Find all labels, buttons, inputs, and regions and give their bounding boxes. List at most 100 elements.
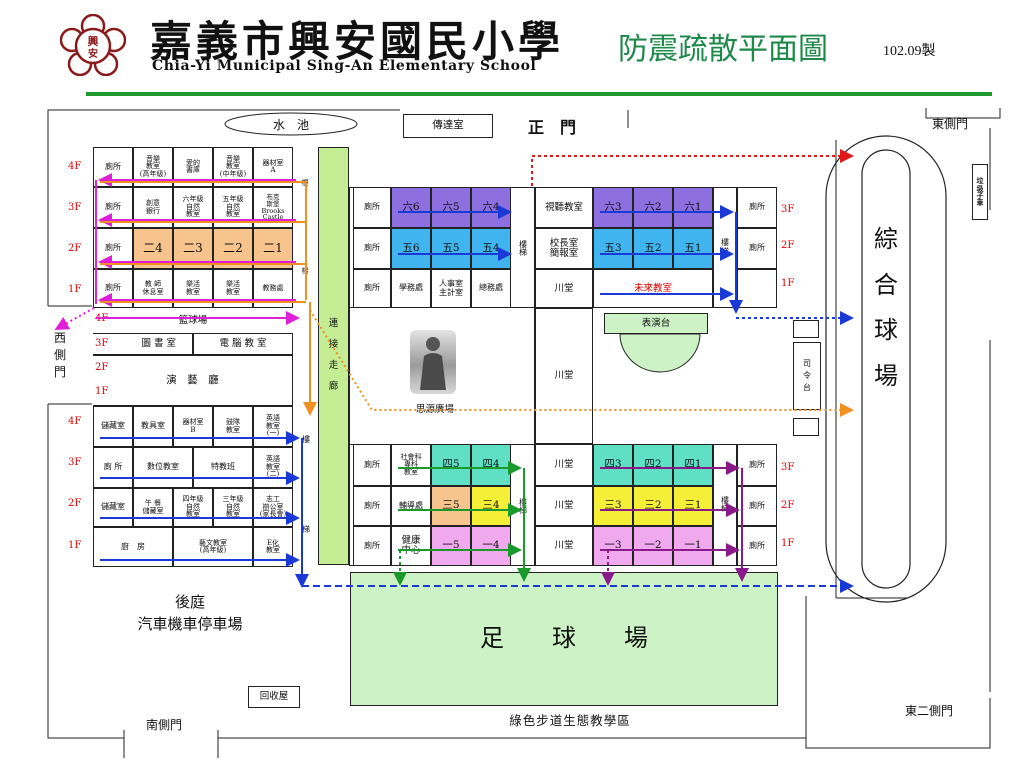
room-wc: 廁所 [353, 444, 391, 486]
room-lunch: 午 餐 儲藏室 [133, 488, 173, 527]
class-6-2: 六2 [633, 187, 673, 228]
stair-ms: 樓 梯 [512, 492, 534, 522]
room-wc: 廁所 [93, 187, 133, 228]
basketball-court: 籃球場 [93, 310, 293, 332]
room-av: 視聽教室 [535, 187, 593, 228]
class-5-5: 五5 [431, 228, 471, 269]
made-date: 102.09製 [883, 44, 936, 59]
room-nature5: 五年級 自然 教室 [213, 187, 253, 228]
stage-label: 表演台 [604, 313, 708, 334]
recycle-house: 回收屋 [248, 686, 300, 708]
floor-label-3f-w1: 3F [68, 202, 82, 213]
class-4-1: 四1 [673, 444, 713, 486]
small-box-1 [793, 320, 819, 338]
class-6-1: 六1 [673, 187, 713, 228]
room-wc: 廁所 [737, 228, 777, 269]
stair-es: 樓 梯 [713, 444, 737, 566]
class-5-4: 五4 [471, 228, 511, 269]
room-wc: 廁所 [93, 228, 133, 269]
floor-label-2f-es: 2F [781, 500, 795, 511]
room-wc: 廁所 [353, 526, 391, 566]
room-equip-b: 器材室 B [173, 406, 213, 447]
room-music-mid: 音樂 教室 (中年級) [213, 147, 253, 187]
floor-label-1f-en: 1F [781, 278, 795, 289]
east-gate-label: 東側門 [932, 117, 969, 131]
room-eng2: 英語 教室 (二) [253, 447, 293, 488]
room-principal: 校長室 簡報室 [535, 228, 593, 269]
hall-north: 川堂 [535, 269, 593, 308]
room-wc: 廁所 [353, 269, 391, 308]
svg-text:安: 安 [88, 47, 98, 60]
room-wc: 廁所 [353, 228, 391, 269]
small-box-2 [793, 418, 819, 436]
room-eng1: 英語 教室 (一) [253, 406, 293, 447]
stair-w2b: 梯 [296, 520, 316, 540]
main-gate-label: 正 門 [528, 118, 577, 137]
stair-en: 樓 梯 [713, 187, 737, 308]
room-wc: 廁所 [353, 486, 391, 526]
page-title: 防震疏散平面圖 [618, 32, 828, 67]
logo-text: 興 [88, 34, 99, 48]
floor-label-1f-w2: 1F [68, 540, 82, 551]
room-counsel: 輔導處 [391, 486, 431, 526]
room-wc-blank [737, 269, 777, 308]
room-nature4: 四年級 自然 教室 [173, 488, 213, 527]
room-teacher-rest: 教 師 休息室 [133, 269, 173, 308]
room-teach-office: 教務處 [253, 269, 293, 308]
floor-label-2f-hall: 2F [95, 362, 109, 373]
stair-w2: 樓 [296, 430, 316, 450]
room-future: 未來教室 [593, 269, 713, 308]
guard-room: 傳達室 [403, 114, 493, 138]
hall-south-1: 川堂 [535, 444, 593, 486]
school-name-cn: 嘉義市興安國民小學 [150, 17, 565, 66]
class-3-3: 三3 [593, 486, 633, 526]
room-band: 鼓隊 教室 [213, 406, 253, 447]
green-path-label: 綠色步道生態教學區 [509, 713, 631, 728]
room-love-lib: 愛的 書庫 [173, 147, 213, 187]
header-rule [86, 92, 992, 96]
floor-label-4f-w1: 4F [68, 161, 82, 172]
floor-label-2f-en: 2F [781, 240, 795, 251]
room-personnel: 人事室 主計室 [431, 269, 471, 308]
class-3-1: 三1 [673, 486, 713, 526]
room-library: 圖 書 室 [93, 333, 193, 355]
room-digital: 數位教室 [133, 447, 193, 488]
room-kitchen: 廚 房 [93, 527, 173, 567]
room-wc: 廁所 [353, 187, 391, 228]
room-computer: 電 腦 教 室 [193, 333, 293, 355]
room-social: 社會科 專科 教室 [391, 444, 431, 486]
room-life2: 樂活 教室 [213, 269, 253, 308]
room-wc: 廁所 [737, 526, 777, 566]
class-3-4: 三4 [471, 486, 511, 526]
statue-icon [420, 337, 446, 390]
room-teaching-tools: 教具室 [133, 406, 173, 447]
room-e: E化 教室 [253, 527, 293, 567]
room-storage: 儲藏室 [93, 406, 133, 447]
class-6-4: 六4 [471, 187, 511, 228]
room-wc: 廁所 [737, 486, 777, 526]
room-bruner: 布克 斯堡 Brooks Castle [253, 187, 293, 228]
class-2-2: 二2 [213, 228, 253, 269]
floor-label-4f-bb: 4F [95, 313, 109, 324]
class-1-2: 一2 [633, 526, 673, 566]
floor-label-3f-lib: 3F [95, 338, 109, 349]
room-wc: 廁 所 [93, 447, 133, 488]
stair-w1: 樓 [293, 147, 317, 187]
floor-label-4f-w2: 4F [68, 416, 82, 427]
room-equip-a: 器材室 A [253, 147, 293, 187]
room-nature6: 六年級 自然 教室 [173, 187, 213, 228]
sports-field-label: 綜 合 球 場 [874, 225, 898, 390]
room-wc: 廁所 [737, 187, 777, 228]
class-1-1: 一1 [673, 526, 713, 566]
floor-label-2f-w1: 2F [68, 243, 82, 254]
room-general: 總務處 [471, 269, 511, 308]
class-5-2: 五2 [633, 228, 673, 269]
floor-label-3f-es: 3F [781, 462, 795, 473]
east2-gate-label: 東二側門 [905, 704, 954, 718]
class-3-5: 三5 [431, 486, 471, 526]
room-student-affairs: 學務處 [391, 269, 431, 308]
class-5-3: 五3 [593, 228, 633, 269]
class-4-3: 四3 [593, 444, 633, 486]
class-2-3: 二3 [173, 228, 213, 269]
floor-label-1f-hall: 1F [95, 386, 109, 397]
